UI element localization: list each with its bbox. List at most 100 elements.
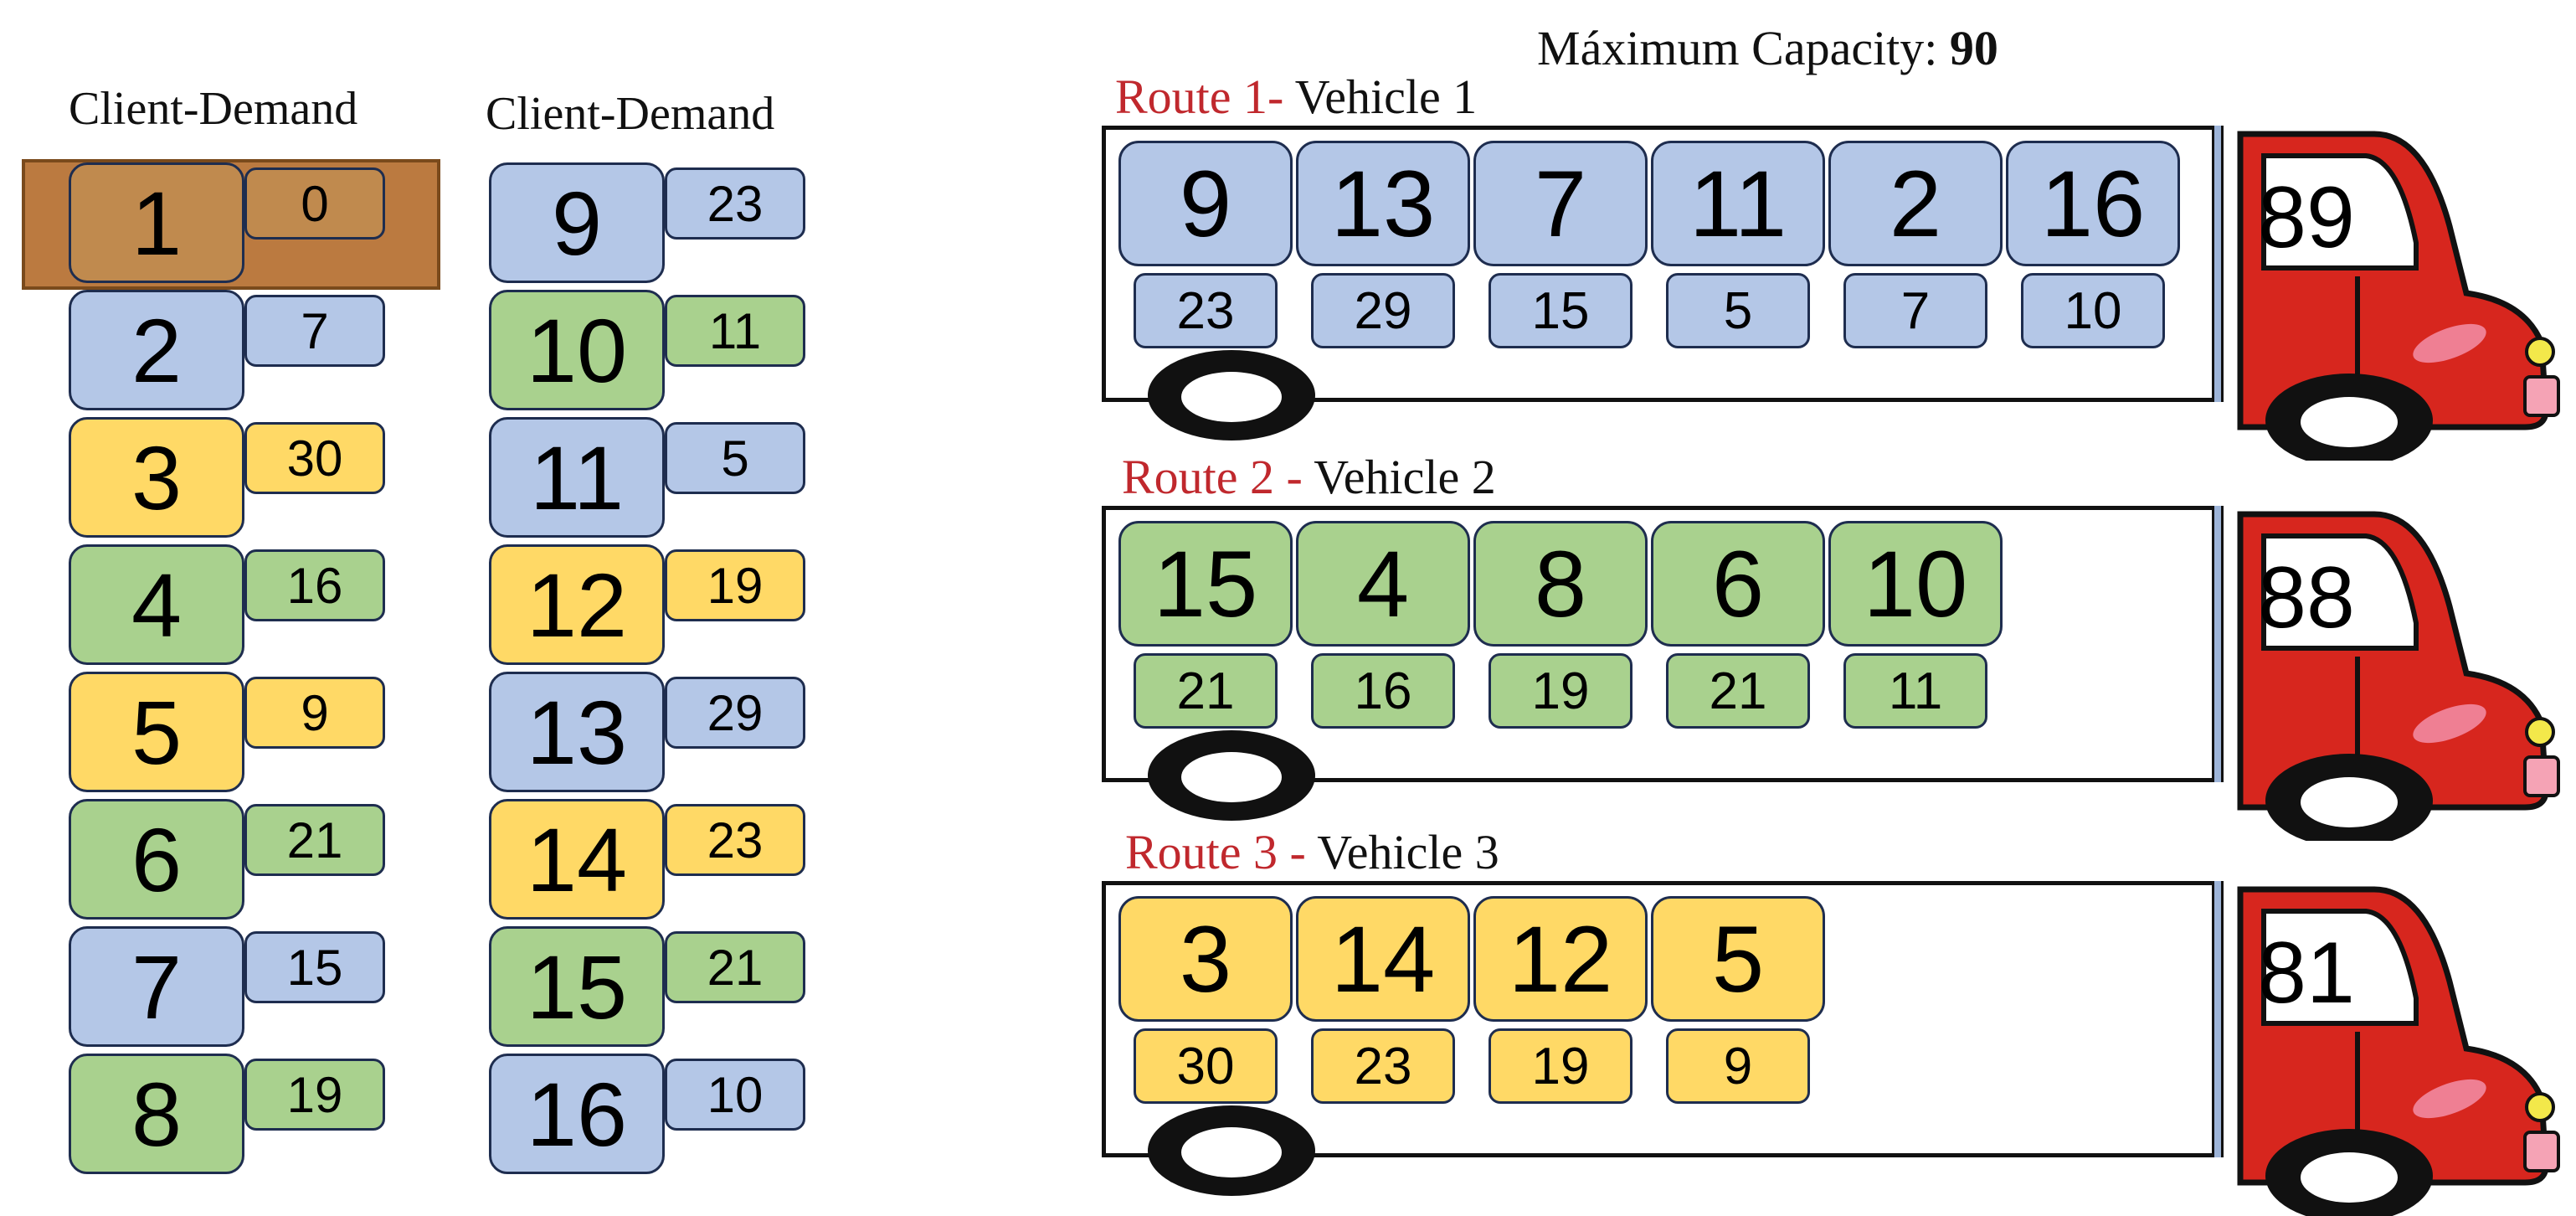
truck-cab-icon: [2237, 511, 2560, 841]
route-stop-demand: 23: [1311, 1028, 1455, 1104]
route-stop-client: 5: [1651, 896, 1825, 1022]
route-stop-client: 6: [1651, 521, 1825, 647]
route-stop-demand: 15: [1489, 273, 1632, 348]
client-id: 12: [489, 544, 665, 665]
client-demand: 19: [244, 1059, 385, 1131]
client-id: 15: [489, 926, 665, 1047]
route-load: 81: [2258, 924, 2355, 1022]
client-demand: 23: [665, 804, 805, 876]
client-id: 3: [69, 417, 244, 538]
route-stop-demand: 21: [1666, 653, 1810, 729]
client-demand: 21: [665, 931, 805, 1003]
route-label: Route 2 - Vehicle 2: [1122, 449, 1496, 505]
client-id: 4: [69, 544, 244, 665]
client-id: 9: [489, 162, 665, 283]
client-demand: 9: [244, 677, 385, 749]
route-stop-client: 12: [1473, 896, 1648, 1022]
client-id: 7: [69, 926, 244, 1047]
route-load: 88: [2258, 549, 2355, 647]
route-stop-client: 14: [1296, 896, 1470, 1022]
max-capacity-value: 90: [1949, 21, 1998, 75]
client-id: 6: [69, 799, 244, 920]
client-demand: 21: [244, 804, 385, 876]
trailer-post: [2212, 506, 2224, 782]
route-stop-client: 7: [1473, 141, 1648, 266]
client-demand: 10: [665, 1059, 805, 1131]
client-id: 16: [489, 1054, 665, 1174]
route-stop-demand: 11: [1843, 653, 1987, 729]
trailer-post: [2212, 126, 2224, 402]
vehicle-name: Vehicle 2: [1302, 450, 1496, 504]
client-demand: 11: [665, 295, 805, 367]
route-stop-client: 8: [1473, 521, 1648, 647]
route-stop-demand: 19: [1489, 653, 1632, 729]
wheel-icon: [1148, 1105, 1315, 1196]
route-stop-client: 15: [1118, 521, 1293, 647]
truck-cab-icon: [2237, 886, 2560, 1216]
route-label: Route 1- Vehicle 1: [1115, 69, 1477, 125]
max-capacity-label: Máximum Capacity:: [1537, 21, 1938, 75]
route-stop-demand: 7: [1843, 273, 1987, 348]
client-demand: 30: [244, 422, 385, 494]
client-demand: 15: [244, 931, 385, 1003]
client-demand: 23: [665, 167, 805, 240]
client-demand: 7: [244, 295, 385, 367]
client-demand: 0: [244, 167, 385, 240]
client-id: 5: [69, 672, 244, 792]
route-load: 89: [2258, 168, 2355, 266]
client-id: 2: [69, 290, 244, 410]
route-stop-demand: 30: [1134, 1028, 1278, 1104]
wheel-icon: [1148, 350, 1315, 441]
route-name: Route 3 -: [1125, 825, 1306, 879]
client-demand: 19: [665, 549, 805, 621]
route-stop-demand: 23: [1134, 273, 1278, 348]
route-stop-client: 3: [1118, 896, 1293, 1022]
vehicle-name: Vehicle 1: [1283, 70, 1478, 124]
route-label: Route 3 - Vehicle 3: [1125, 824, 1499, 880]
route-stop-demand: 5: [1666, 273, 1810, 348]
client-id: 11: [489, 417, 665, 538]
trailer-post: [2212, 881, 2224, 1157]
route-stop-client: 16: [2006, 141, 2180, 266]
route-stop-demand: 9: [1666, 1028, 1810, 1104]
client-id: 10: [489, 290, 665, 410]
truck-cab-icon: [2237, 131, 2560, 461]
route-name: Route 2 -: [1122, 450, 1303, 504]
client-demand: 5: [665, 422, 805, 494]
client-demand: 16: [244, 549, 385, 621]
client-id: 14: [489, 799, 665, 920]
route-stop-client: 10: [1828, 521, 2003, 647]
route-stop-demand: 10: [2021, 273, 2165, 348]
wheel-icon: [1148, 730, 1315, 821]
client-id: 13: [489, 672, 665, 792]
route-stop-client: 13: [1296, 141, 1470, 266]
client-demand-header-left: Client-Demand: [69, 83, 358, 135]
max-capacity: Máximum Capacity: 90: [1537, 20, 1998, 76]
route-stop-demand: 19: [1489, 1028, 1632, 1104]
route-stop-demand: 29: [1311, 273, 1455, 348]
route-stop-client: 2: [1828, 141, 2003, 266]
client-demand-header-right: Client-Demand: [486, 88, 775, 140]
client-id: 8: [69, 1054, 244, 1174]
client-demand: 29: [665, 677, 805, 749]
route-stop-client: 9: [1118, 141, 1293, 266]
client-id: 1: [69, 162, 244, 283]
route-name: Route 1-: [1115, 70, 1284, 124]
route-stop-demand: 16: [1311, 653, 1455, 729]
route-stop-client: 4: [1296, 521, 1470, 647]
